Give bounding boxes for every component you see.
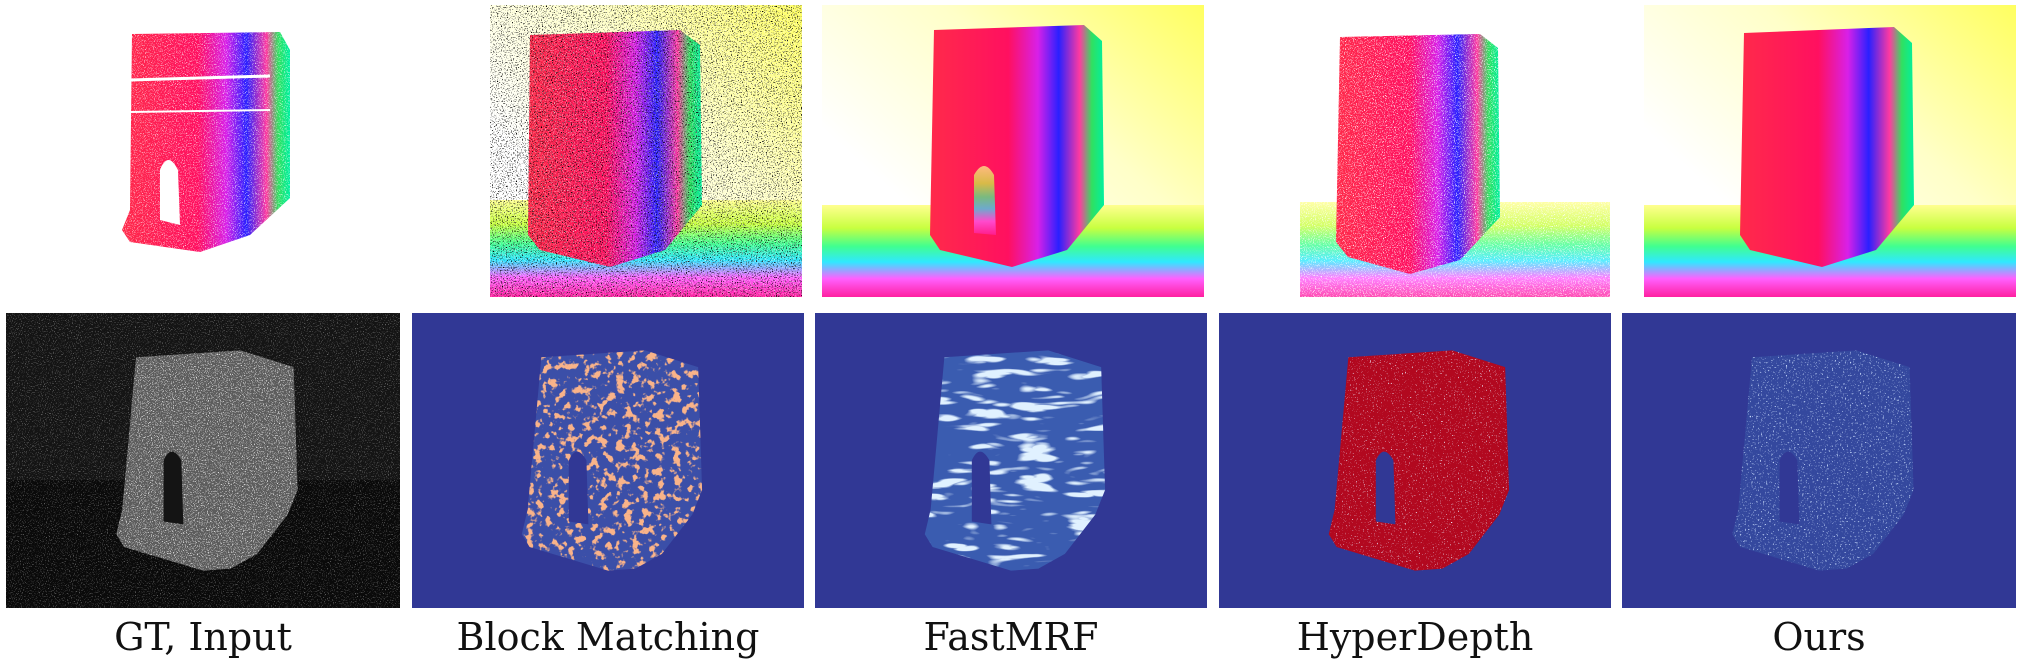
fastmrf-disparity-image [822,5,1204,297]
fastmrf-error-map [815,313,1207,608]
ours-disparity-image [1644,5,2016,297]
ours-error-map [1622,313,2016,608]
caption-block-matching: Block Matching [456,615,760,659]
caption-ours: Ours [1772,615,1866,659]
block-matching-disparity-image [490,5,802,297]
hyperdepth-disparity-image [1300,12,1610,297]
caption-hyperdepth: HyperDepth [1296,615,1534,659]
block-matching-error-map [412,313,804,608]
ir-input-image [6,313,400,608]
hyperdepth-error-map [1219,313,1611,608]
gt-disparity-image [100,20,320,260]
caption-gt-input: GT, Input [114,615,292,659]
caption-fastmrf: FastMRF [923,615,1099,659]
